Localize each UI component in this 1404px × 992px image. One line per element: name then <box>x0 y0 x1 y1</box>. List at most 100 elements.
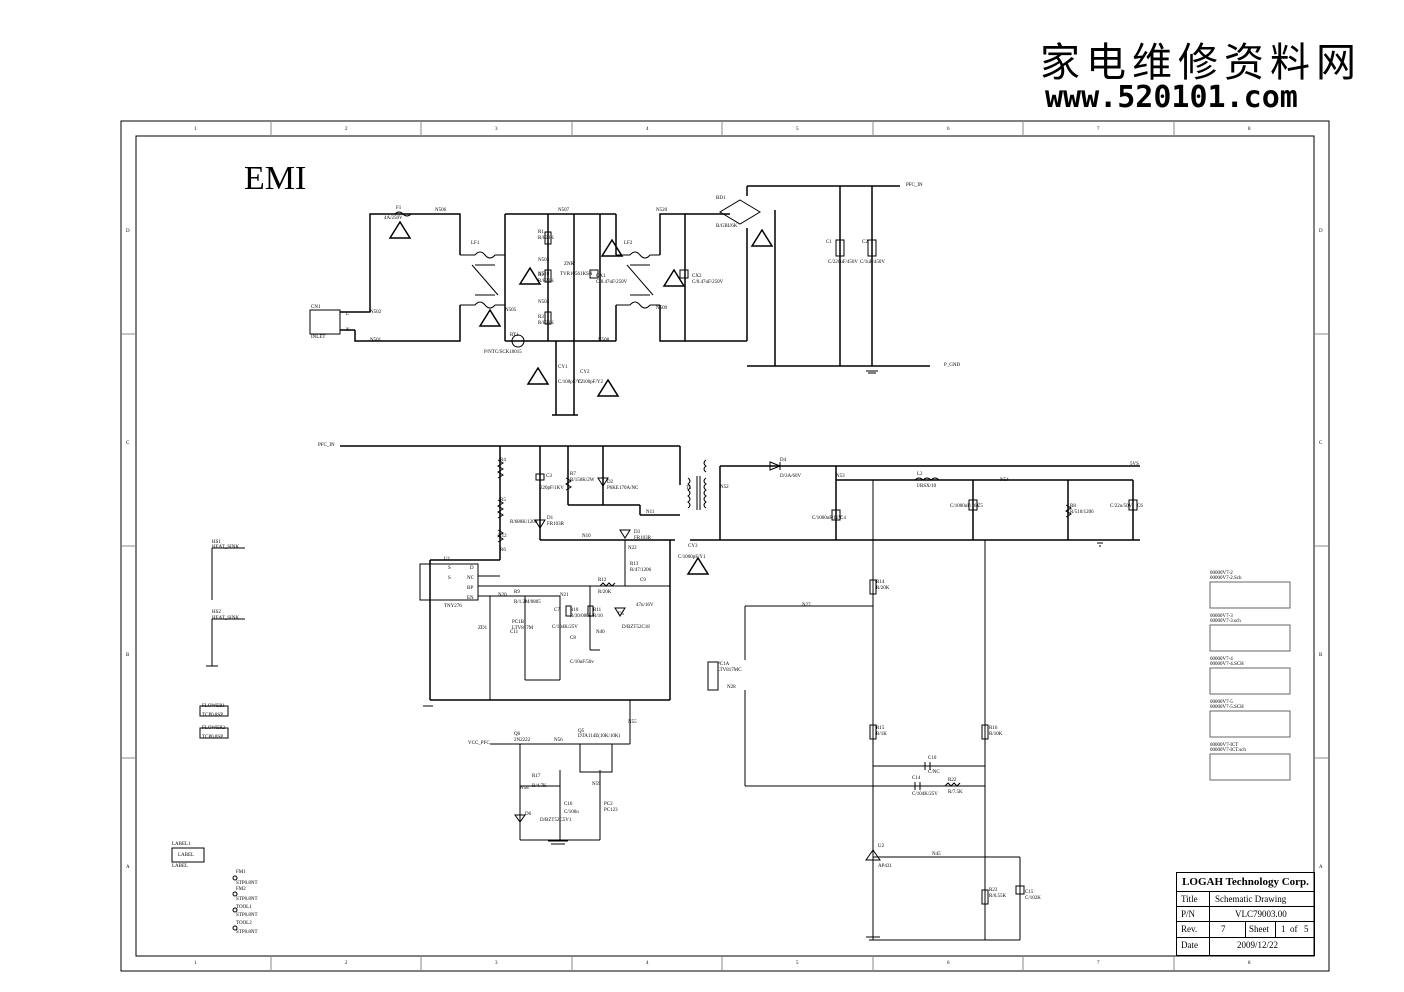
pin-label: N <box>346 328 350 333</box>
component-value: 220pF/1KV <box>540 486 564 491</box>
component-value: C/10uF/50v <box>570 660 594 665</box>
component-label: T1 <box>686 486 692 491</box>
rev-row: Rev. 7 Sheet 1 of 5 <box>1177 921 1314 938</box>
net-label: N27 <box>802 603 811 608</box>
title-row: Title Schematic Drawing <box>1177 891 1314 907</box>
component-value: 4A/250V <box>384 216 403 221</box>
sheet-total: 5 <box>1304 924 1309 934</box>
component-label: C4 <box>840 516 846 521</box>
component-label: CY1 <box>558 365 568 370</box>
net-label: N40 <box>596 630 605 635</box>
date-value: 2009/12/22 <box>1237 940 1279 950</box>
component-value: C/220uF/450V <box>828 260 859 265</box>
component-value: R/680K/1206 <box>510 520 538 525</box>
net-label: N22 <box>628 546 637 551</box>
component-value: 47n/16V <box>636 603 654 608</box>
component-label: D3 <box>634 530 641 535</box>
component-label: LABEL1 <box>172 842 191 847</box>
component-label: D2 <box>607 480 614 485</box>
row-label: B <box>1319 653 1323 658</box>
warning-icon-group <box>388 220 774 575</box>
column-label: 2 <box>345 961 348 966</box>
component-label: LF1 <box>471 241 480 246</box>
row-label: D <box>1319 229 1323 234</box>
net-label: N508 <box>598 338 610 343</box>
component-label: R23 <box>989 888 998 893</box>
component-value: C/0.47uF/250V <box>692 280 724 285</box>
component-label: C14 <box>912 776 921 781</box>
net-label: N507 <box>558 208 570 213</box>
component-value: C/NC <box>928 770 940 775</box>
component-label: Q5 <box>578 729 585 734</box>
component-label: C8 <box>570 636 576 641</box>
component-label: R11 <box>593 608 602 613</box>
net-label: N55 <box>628 720 637 725</box>
component-label: U2 <box>878 844 885 849</box>
net-label: P_GND <box>944 363 961 368</box>
subsheet-file: 00000V7-4.SCH <box>1210 662 1244 667</box>
component-label: ZD1 <box>478 626 488 631</box>
net-label: N501 <box>370 338 382 343</box>
pin-label: S <box>448 576 451 581</box>
component-label: R1 <box>538 230 544 235</box>
column-label: 2 <box>345 127 348 132</box>
component-value: C/22u/50V <box>1110 504 1133 509</box>
column-label: 1 <box>194 961 197 966</box>
component-label: D6 <box>525 812 532 817</box>
component-label: C15 <box>1025 890 1034 895</box>
net-label: N503 <box>538 258 550 263</box>
pin-label: EN <box>467 596 474 601</box>
component-value: C/104K/25V <box>912 792 938 797</box>
component-value: TNY276 <box>444 604 462 609</box>
misc-symbols <box>171 547 245 931</box>
component-label: R2 <box>538 273 544 278</box>
watermark-url: www.520101.com <box>1045 80 1298 115</box>
component-value: R/1.2M/0805 <box>514 600 541 605</box>
column-label: 3 <box>495 127 498 132</box>
component-value: TCP0.8SP <box>202 735 223 740</box>
net-label: N510 <box>538 272 550 277</box>
component-value: C/100u <box>564 810 579 815</box>
row-label: B <box>126 653 130 658</box>
component-value: STP0.8NT <box>236 930 258 935</box>
component-value: STP0.8NT <box>236 881 258 886</box>
component-label: LF2 <box>624 241 633 246</box>
component-value: PC123 <box>604 808 618 813</box>
component-value: R/4.7K <box>532 784 547 789</box>
component-value: D/BZT52C5V1 <box>540 818 572 823</box>
component-label: R17 <box>532 774 541 779</box>
component-label: CX1 <box>596 274 606 279</box>
pin-label: NC <box>467 576 474 581</box>
component-value: C/104K/25V <box>552 625 578 630</box>
component-label: C1 <box>826 240 832 245</box>
net-label: N509 <box>656 306 668 311</box>
column-label: 7 <box>1097 127 1100 132</box>
subsheet-name: 00000V7-4 <box>1210 657 1233 662</box>
component-label: FM2 <box>236 887 246 892</box>
component-value: R/10 <box>593 614 603 619</box>
component-label: R16 <box>989 726 998 731</box>
net-label: N21 <box>560 593 569 598</box>
net-label: N52 <box>720 485 729 490</box>
component-label: FLOWER1 <box>202 704 226 709</box>
component-label: BD1 <box>716 196 726 201</box>
emi-circuit <box>309 185 930 416</box>
sheet-of-label: of <box>1290 924 1298 934</box>
column-label: 4 <box>646 961 649 966</box>
row-label: A <box>126 865 130 870</box>
pin-label: D <box>470 566 474 571</box>
component-label: C5 <box>977 504 983 509</box>
component-value: C/0.47uF/250V <box>596 280 628 285</box>
component-value: R/6.55K <box>989 894 1007 899</box>
component-value: C/1uF/450V <box>860 260 886 265</box>
component-value: STP0.8NT <box>236 897 258 902</box>
rev-value: 7 <box>1221 924 1226 934</box>
net-label: N28 <box>727 685 736 690</box>
component-label: FLOWER2 <box>202 726 226 731</box>
title-block: LOGAH Technology Corp. Title Schematic D… <box>1176 872 1315 956</box>
watermark-chinese: 家电维修资料网 <box>1040 40 1362 86</box>
component-label: R9 <box>514 590 520 595</box>
pin-label: L <box>346 312 350 317</box>
